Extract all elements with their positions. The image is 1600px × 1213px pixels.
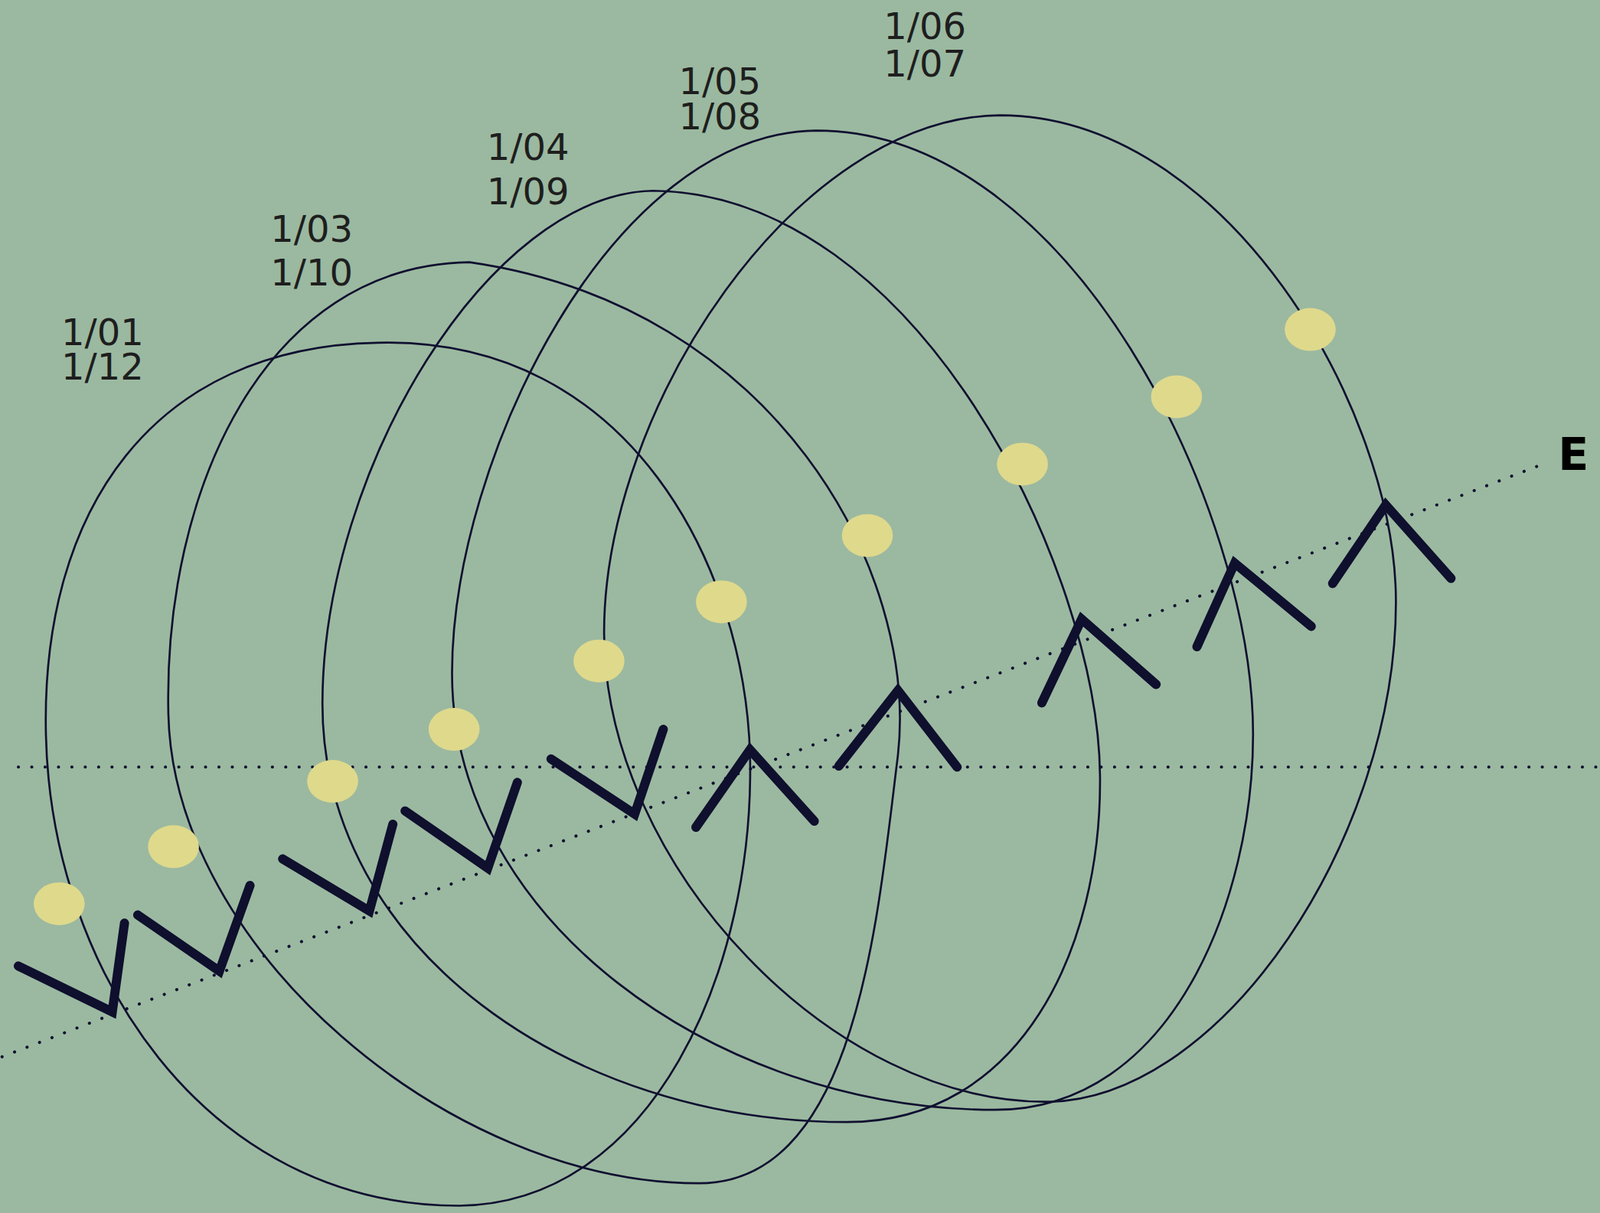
v-marker bbox=[404, 782, 518, 869]
sun-dot bbox=[428, 708, 480, 752]
sun-dot bbox=[573, 640, 625, 683]
caret-marker bbox=[1041, 619, 1156, 703]
date-label: 1/05 bbox=[678, 63, 761, 101]
date-label: 1/10 bbox=[270, 254, 353, 292]
date-label: 1/12 bbox=[61, 349, 144, 386]
date-label: 1/04 bbox=[486, 129, 570, 167]
v-marker bbox=[282, 824, 393, 912]
sun-dot bbox=[1284, 308, 1336, 352]
date-label: 1/09 bbox=[486, 173, 570, 211]
sun-dot bbox=[996, 442, 1049, 486]
date-label: 1/07 bbox=[883, 45, 967, 83]
sun-dot bbox=[33, 882, 85, 926]
ecliptic-line bbox=[2, 463, 1544, 1057]
sun-loop bbox=[604, 115, 1396, 1103]
v-marker bbox=[551, 729, 664, 815]
caret-marker bbox=[839, 690, 958, 768]
sun-dot bbox=[842, 514, 894, 558]
sun-dot bbox=[306, 760, 359, 804]
sun-loop bbox=[451, 130, 1253, 1111]
date-label: 1/01 bbox=[61, 314, 144, 352]
v-marker bbox=[137, 885, 251, 972]
sun-loop bbox=[322, 190, 1101, 1123]
date-label: 1/03 bbox=[270, 211, 353, 249]
date-label: 1/08 bbox=[678, 98, 761, 136]
date-label: 1/06 bbox=[883, 8, 967, 46]
horizon-line bbox=[18, 765, 1600, 769]
direction-label: E bbox=[1557, 432, 1589, 478]
caret-marker bbox=[695, 750, 815, 828]
caret-marker bbox=[1197, 563, 1312, 647]
sun-dot bbox=[147, 825, 200, 869]
sun-dot bbox=[1151, 375, 1203, 419]
caret-marker bbox=[1332, 505, 1452, 585]
sun-loop bbox=[168, 262, 901, 1185]
sun-loop bbox=[45, 342, 751, 1207]
sun-dot bbox=[695, 580, 748, 624]
v-marker bbox=[18, 923, 125, 1013]
